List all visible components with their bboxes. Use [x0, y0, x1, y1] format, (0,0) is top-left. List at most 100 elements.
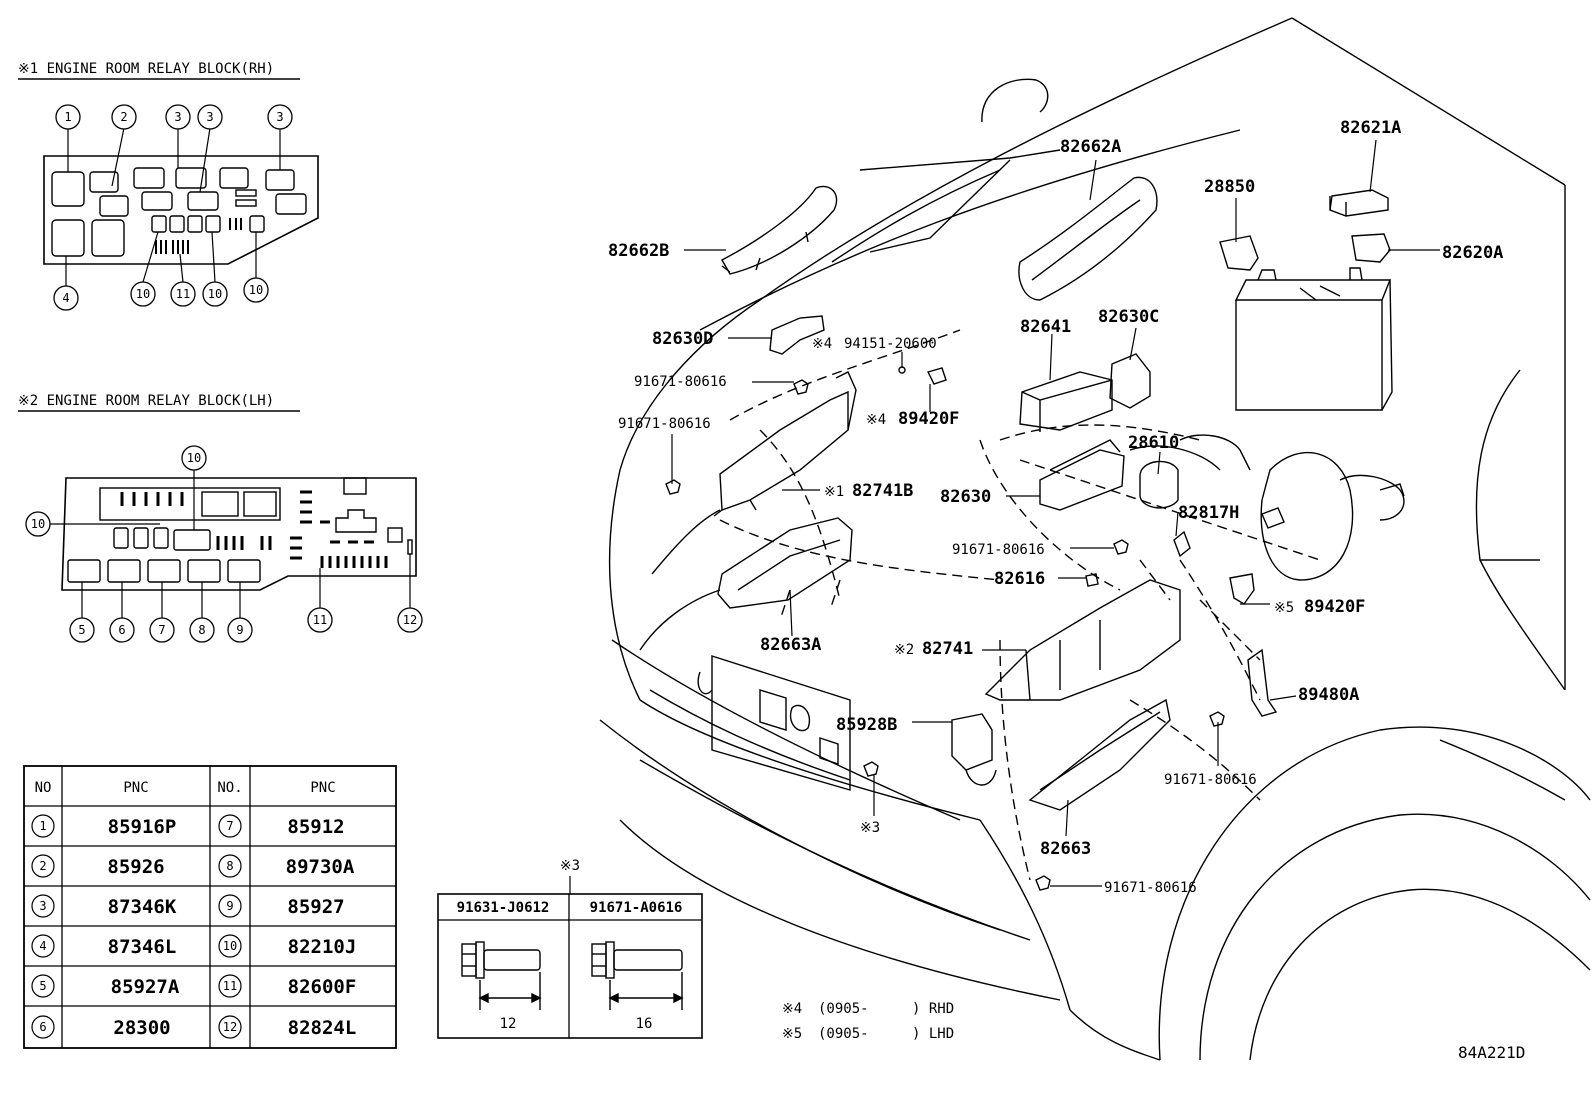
pnc-header-no: NO: [35, 780, 52, 796]
rh-callout-3c: 3: [276, 110, 283, 124]
pnc-value: 28300: [113, 1017, 170, 1039]
part-82630: 82630: [940, 487, 991, 507]
table-row: 5: [39, 979, 46, 993]
pnc-header-pnc: PNC: [123, 780, 148, 796]
relay-block-lh: ※2 ENGINE ROOM RELAY BLOCK(LH): [18, 393, 423, 643]
relay-block-rh-outline: [43, 155, 319, 265]
note-5-suffix: ) LHD: [912, 1026, 954, 1042]
table-row: 4: [39, 939, 46, 953]
note-4-mark: ※4: [782, 1001, 802, 1017]
relay-block-lh-title: ※2 ENGINE ROOM RELAY BLOCK(LH): [18, 393, 274, 409]
pnc-value: 87346L: [108, 936, 177, 958]
bolt-length-2: 16: [636, 1016, 653, 1032]
note-4-marker-b: ※4: [866, 412, 886, 428]
rh-callout-10b: 10: [208, 287, 222, 301]
part-28610: 28610: [1128, 433, 1179, 453]
table-row: 7: [226, 819, 233, 833]
bolt-icon: [591, 941, 684, 1010]
pnc-value: 87346K: [108, 896, 177, 918]
table-row: 6: [39, 1020, 46, 1034]
lh-callout-9: 9: [236, 623, 243, 637]
rh-callout-11: 11: [176, 287, 190, 301]
part-89480A: 89480A: [1298, 685, 1359, 705]
part-82817H: 82817H: [1178, 503, 1239, 523]
note-1-marker: ※1: [824, 484, 844, 500]
bolt-91671-1: 91671-80616: [634, 374, 727, 390]
bolt-table: ※3 91631-J0612 91671-A0616 12 16: [437, 858, 703, 1039]
part-94151: 94151-20600: [844, 336, 937, 352]
bolt-table-title: ※3: [560, 858, 580, 874]
bolt-91671-5: 91671-80616: [1104, 880, 1197, 896]
bolt-91671-2: 91671-80616: [618, 416, 711, 432]
diagram-code: 84A221D: [1458, 1043, 1525, 1062]
relay-block-rh: ※1 ENGINE ROOM RELAY BLOCK(RH): [18, 61, 319, 311]
part-labels: 82662A 82621A 28850 82620A 82662B 82630D…: [608, 118, 1503, 859]
lh-callout-6: 6: [118, 623, 125, 637]
pnc-value: 85926: [107, 856, 164, 878]
component-shapes: [665, 176, 1391, 891]
pnc-value: 85912: [287, 816, 344, 838]
part-82620A: 82620A: [1442, 243, 1503, 263]
pnc-value: 85927: [287, 896, 344, 918]
table-row: 12: [223, 1020, 237, 1034]
rh-callout-2: 2: [120, 110, 127, 124]
bolt-col-2: 91671-A0616: [590, 900, 683, 916]
note-3-marker: ※3: [860, 820, 880, 836]
part-82630C: 82630C: [1098, 307, 1159, 327]
note-2-marker: ※2: [894, 642, 914, 658]
relay-block-lh-outline: [61, 477, 417, 591]
pnc-value: 85927A: [111, 976, 180, 998]
table-row: 2: [39, 859, 46, 873]
note-4-marker: ※4: [812, 336, 832, 352]
bolt-91671-4: 91671-80616: [1164, 772, 1257, 788]
rh-callout-1: 1: [64, 110, 71, 124]
pnc-table: NO PNC NO. PNC 1 2 3 4 5 6 7 8 9 10 11 1…: [23, 765, 397, 1049]
pnc-value: 85916P: [108, 816, 177, 838]
bolt-labels: 94151-20600 ※4 91671-80616 91671-80616 ※…: [618, 336, 1294, 896]
table-row: 11: [223, 979, 237, 993]
bolt-length-1: 12: [500, 1016, 517, 1032]
pnc-value: 82210J: [288, 936, 357, 958]
note-4-suffix: ) RHD: [912, 1001, 954, 1017]
note-5-mark: ※5: [782, 1026, 802, 1042]
table-row: 10: [223, 939, 237, 953]
part-89420F-a: 89420F: [898, 409, 959, 429]
rh-callout-3a: 3: [174, 110, 181, 124]
rh-callout-10a: 10: [136, 287, 150, 301]
part-82741: 82741: [922, 639, 973, 659]
part-82616: 82616: [994, 569, 1045, 589]
table-row: 3: [39, 899, 46, 913]
part-82741B: 82741B: [852, 481, 913, 501]
bolt-icon: [461, 941, 542, 1010]
part-85928B: 85928B: [836, 715, 897, 735]
note-5-text: (0905-: [818, 1026, 869, 1042]
part-82663: 82663: [1040, 839, 1091, 859]
pnc-value: 82600F: [288, 976, 357, 998]
lh-callout-10b: 10: [31, 517, 45, 531]
note-5-marker: ※5: [1274, 600, 1294, 616]
part-28850: 28850: [1204, 177, 1255, 197]
pnc-header-pnc2: PNC: [310, 780, 335, 796]
lh-callout-10a: 10: [187, 451, 201, 465]
vehicle-outline: [599, 17, 1591, 1061]
table-row: 1: [39, 819, 46, 833]
table-row: 9: [226, 899, 233, 913]
lh-callout-7: 7: [158, 623, 165, 637]
relay-block-rh-slots: [51, 167, 307, 257]
bolt-91671-3: 91671-80616: [952, 542, 1045, 558]
part-82662A: 82662A: [1060, 137, 1121, 157]
pnc-value: 82824L: [288, 1017, 357, 1039]
part-82663A: 82663A: [760, 635, 821, 655]
part-82621A: 82621A: [1340, 118, 1401, 138]
relay-block-rh-title: ※1 ENGINE ROOM RELAY BLOCK(RH): [18, 61, 274, 77]
part-89420F-b: 89420F: [1304, 597, 1365, 617]
rh-callout-4: 4: [62, 291, 69, 305]
pnc-header-no2: NO.: [217, 780, 242, 796]
table-row: 8: [226, 859, 233, 873]
pnc-value: 89730A: [286, 856, 355, 878]
part-82641: 82641: [1020, 317, 1071, 337]
rh-callout-3b: 3: [206, 110, 213, 124]
notes: ※4 (0905- ) RHD ※5 (0905- ) LHD: [782, 1001, 954, 1042]
lh-callout-12: 12: [403, 613, 417, 627]
